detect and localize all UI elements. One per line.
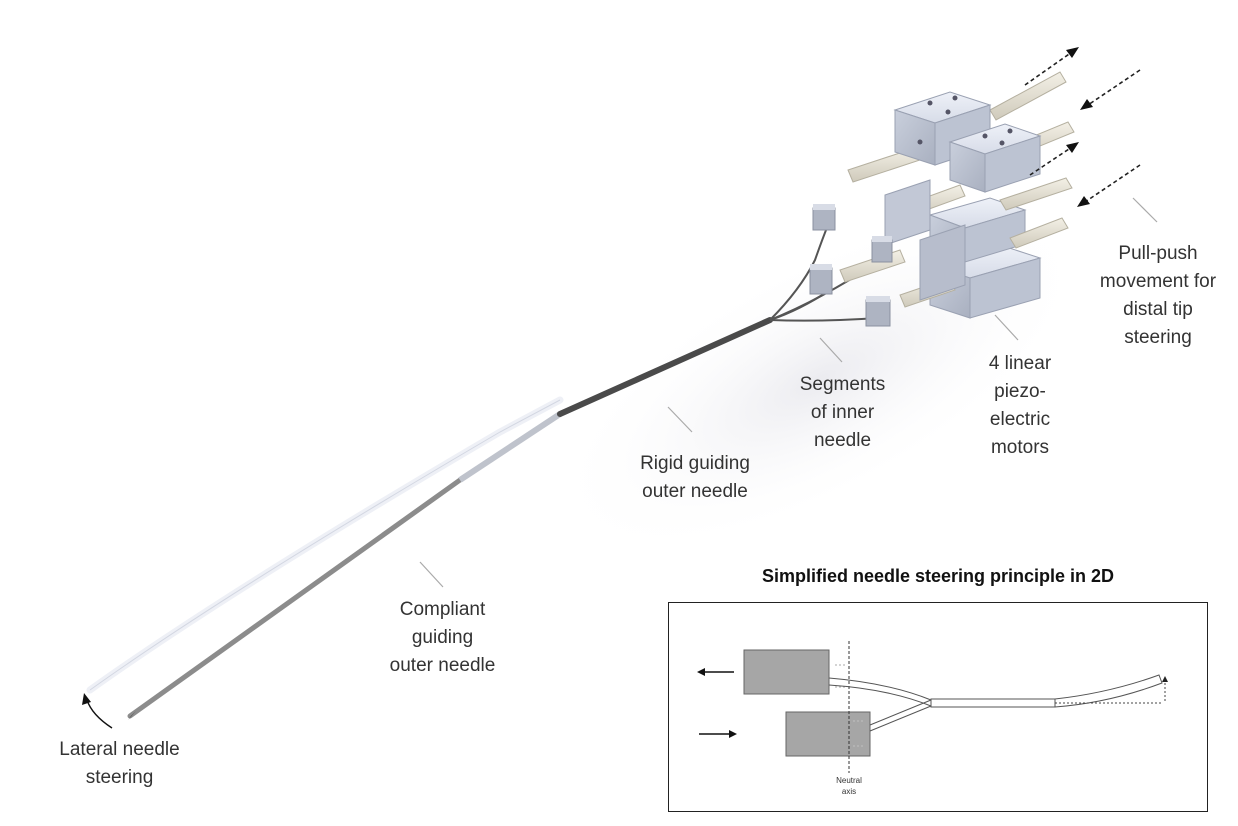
piezo-motor-assembly [809,71,1075,327]
clamp-2 [871,236,893,263]
clamp-4 [865,296,891,327]
inner-needle-lower [869,699,932,726]
clamp-1 [812,204,836,231]
rigid-guiding-needle [557,317,773,417]
pull-push-arrows [1024,51,1141,203]
clamp-3 [809,264,833,295]
rod-1 [989,71,1067,121]
motor-block-1 [893,91,992,166]
lateral-steering-arrow [86,699,113,729]
guiding-needle-compliant [1054,674,1163,708]
rod-3 [999,177,1073,211]
inner-needle-upper [828,677,932,701]
compliant-guiding-needle [127,477,463,719]
inset-title: Simplified needle steering principle in … [761,566,1115,586]
inner-wire-1 [769,224,829,321]
leader-lines [419,197,1158,588]
needle-assembly [86,224,879,720]
rod-4 [1009,217,1069,249]
motor-block-2 [948,123,1042,193]
inset-diagram [697,641,1168,773]
lower-actuator-block [785,711,871,757]
needle-tip [128,711,136,720]
upper-actuator-block [743,649,830,695]
guiding-needle-rigid [930,698,1056,708]
